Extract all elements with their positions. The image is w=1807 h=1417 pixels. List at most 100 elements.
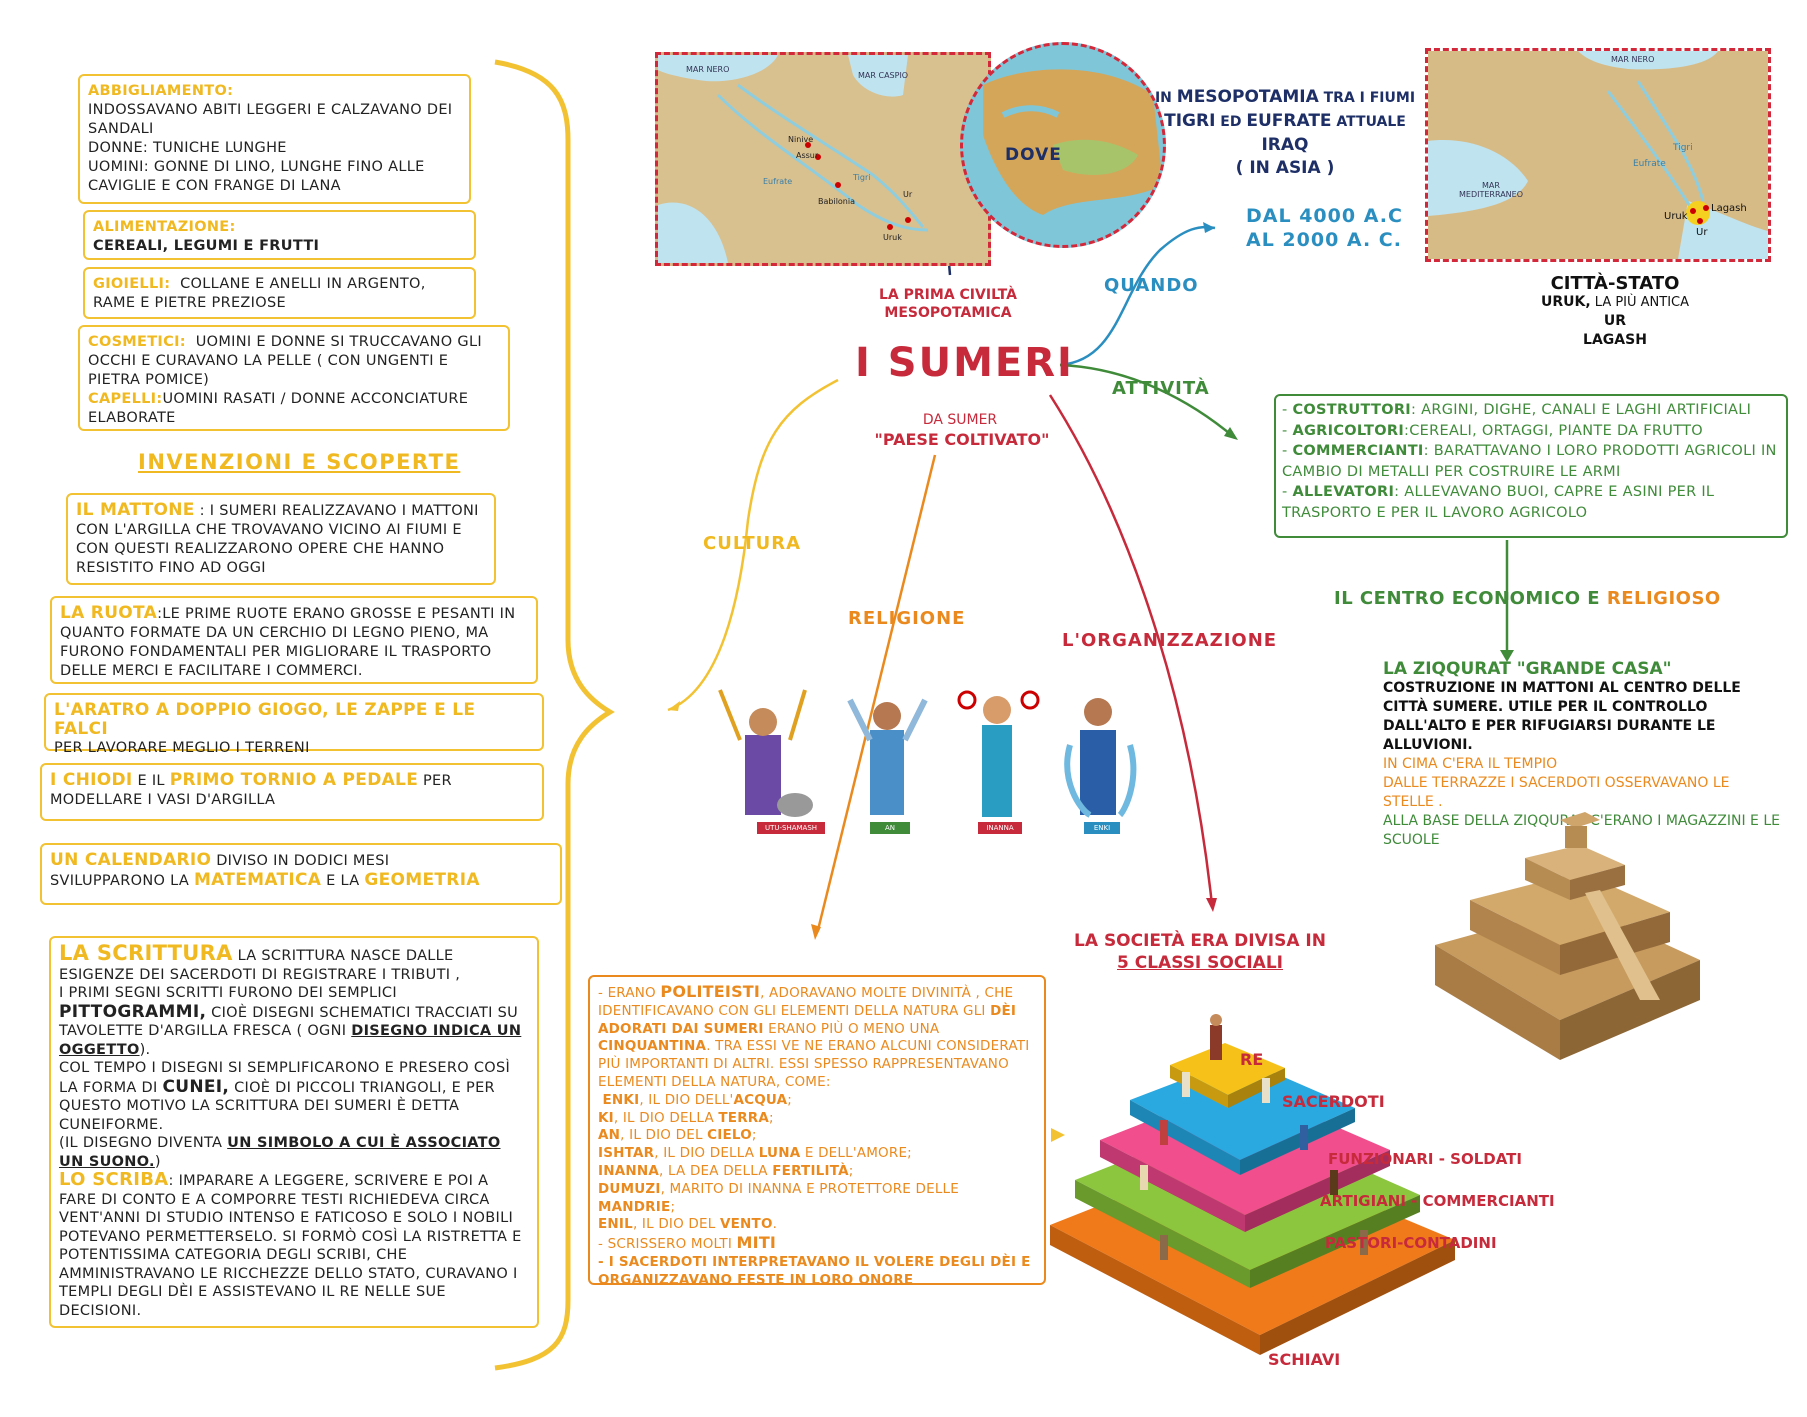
branch-quando	[1059, 225, 1216, 367]
label-quando: QUANDO	[1104, 275, 1199, 296]
clothing-men: UOMINI: GONNE DI LINO, LUNGHE FINO ALLE …	[88, 159, 425, 194]
food-text: CEREALI, LEGUMI E FRUTTI	[93, 238, 320, 254]
culture-clothing-box: ABBIGLIAMENTO: INDOSSAVANO ABITI LEGGERI…	[78, 74, 471, 204]
writing-pictograms: PITTOGRAMMI,	[59, 1001, 207, 1022]
religion-line: . TRA ESSI VE NE ERANO ALCUNI CONSIDERAT…	[598, 1038, 1030, 1090]
branch-attivita	[1059, 363, 1236, 439]
class-priests: SACERDOTI	[1282, 1092, 1385, 1111]
religion-god-item: DUMUZI, MARITO DI INANNA E PROTETTORE DE…	[598, 1180, 959, 1215]
when-text: DAL 4000 A.C AL 2000 A. C.	[1246, 205, 1403, 251]
hair-heading: CAPELLI:	[88, 391, 163, 407]
god-label: INANNA	[978, 822, 1022, 834]
god-label: AN	[870, 822, 910, 834]
map2-label: Ur	[1696, 227, 1708, 238]
globe-drawing	[983, 69, 1163, 215]
inventions-title: INVENZIONI E SCOPERTE	[138, 450, 461, 474]
map1-label: Uruk	[883, 233, 902, 242]
map2-label: Lagash	[1711, 203, 1747, 214]
clothing-heading: ABBIGLIAMENTO:	[88, 83, 234, 99]
writing-p4-end: )	[154, 1153, 161, 1170]
religion-line: , ADORAVANO MOLTE DIVINITÀ , CHE IDENTIF…	[598, 985, 1014, 1019]
label-dove: DOVE	[1005, 145, 1062, 165]
invention-brick-box: IL MATTONE : I SUMERI REALIZZAVANO I MAT…	[66, 493, 496, 585]
city-state-text: CITTÀ-STATO URUK, LA PIÙ ANTICA UR LAGAS…	[1540, 273, 1690, 348]
branch-religione	[816, 454, 937, 931]
map2-label: MAR MEDITERRANEO	[1458, 181, 1524, 199]
main-title: I SUMERI	[855, 340, 1074, 386]
first-civilization-label: LA PRIMA CIVILTÀ MESOPOTAMICA	[879, 287, 1017, 321]
clothing-text: INDOSSAVANO ABITI LEGGERI E CALZAVANO DE…	[88, 102, 453, 137]
map1-label: MAR CASPIO	[858, 71, 909, 80]
brick-text: : I SUMERI REALIZZAVANO I MATTONI CON L'…	[76, 503, 479, 576]
religion-god-item: AN, IL DIO DEL CIELO;	[598, 1127, 757, 1144]
math-connector: E LA	[321, 873, 365, 889]
map2-label: MAR NERO	[1611, 55, 1655, 64]
label-organizzazione: L'ORGANIZZAZIONE	[1062, 630, 1278, 651]
writing-symbol: UN SIMBOLO A CUI È ASSOCIATO UN SUONO.	[59, 1135, 501, 1170]
god-label: UTU-SHAMASH	[757, 822, 825, 834]
writing-p2: I PRIMI SEGNI SCRITTI FURONO DEI SEMPLIC…	[59, 985, 397, 1001]
religion-god-item: KI, IL DIO DELLA TERRA;	[598, 1109, 774, 1126]
math-heading: MATEMATICA	[193, 870, 322, 890]
nails-connector: E IL	[132, 773, 170, 789]
activity-item: - COMMERCIANTI: BARATTAVANO I LORO PRODO…	[1282, 443, 1777, 480]
class-king: RE	[1240, 1050, 1264, 1069]
map1-label: Assur	[796, 151, 819, 160]
culture-jewelry-box: GIOIELLI: COLLANE E ANELLI IN ARGENTO, R…	[83, 267, 476, 319]
food-heading: ALIMENTAZIONE:	[93, 219, 236, 235]
wheel-heading: LA RUOTA	[60, 603, 158, 623]
religion-god-item: INANNA, LA DEA DELLA FERTILITÀ;	[598, 1162, 854, 1179]
calendar-text: DIVISO IN DODICI MESI	[211, 853, 390, 869]
culture-bracket	[494, 59, 615, 1371]
label-religione: RELIGIONE	[848, 608, 966, 629]
religion-god-item: ENKI, IL DIO DELL'ACQUA;	[602, 1091, 793, 1108]
map1-label: Babilonia	[818, 197, 856, 206]
plough-text: PER LAVORARE MEGLIO I TERRENI	[54, 740, 310, 756]
writing-box: LA SCRITTURA LA SCRITTURA NASCE DALLE ES…	[49, 936, 539, 1328]
plough-heading: L'ARATRO A DOPPIO GIOGO, LE ZAPPE E LE F…	[54, 700, 476, 739]
map2-label: Uruk	[1664, 211, 1688, 222]
religion-myths: - SCRISSERO MOLTI MITI	[598, 1233, 777, 1253]
jewelry-heading: GIOIELLI:	[93, 276, 171, 292]
map2-label: Eufrate	[1633, 159, 1666, 169]
scribe-text: : IMPARARE A LEGGERE, SCRIVERE E POI A F…	[59, 1173, 522, 1319]
activity-item: - AGRICOLTORI:CEREALI, ORTAGGI, PIANTE D…	[1282, 422, 1703, 439]
religion-box: - ERANO POLITEISTI, ADORAVANO MOLTE DIVI…	[588, 975, 1046, 1288]
origin-name: "PAESE COLTIVATO"	[874, 430, 1050, 449]
invention-calendar-box: UN CALENDARIO DIVISO IN DODICI MESI SVIL…	[40, 843, 562, 905]
geometry-heading: GEOMETRIA	[364, 870, 480, 890]
religion-polytheists: POLITEISTI	[660, 982, 761, 1001]
cosmetics-heading: COSMETICI:	[88, 334, 186, 350]
activity-item: - ALLEVATORI: ALLEVAVANO BUOI, CAPRE E A…	[1282, 484, 1715, 521]
class-officials-soldiers: FUNZIONARI - SOLDATI	[1328, 1150, 1522, 1168]
scribe-heading: LO SCRIBA	[59, 1169, 169, 1190]
nails-heading: I CHIODI	[50, 770, 133, 790]
pointer-triangle	[1051, 1128, 1065, 1142]
invention-wheel-box: LA RUOTA:LE PRIME RUOTE ERANO GROSSE E P…	[50, 596, 538, 684]
religion-line: ERANO PIÙ O MENO UNA	[763, 1020, 940, 1037]
class-slaves: SCHIAVI	[1268, 1350, 1341, 1369]
map2-label: Tigri	[1673, 143, 1693, 153]
cosmetics-text: UOMINI E DONNE SI TRUCCAVANO GLI OCCHI E…	[88, 334, 482, 388]
writing-p4: (IL DISEGNO DIVENTA	[59, 1135, 228, 1151]
writing-object: DISEGNO INDICA UN OGGETTO	[59, 1023, 522, 1058]
label-cultura: CULTURA	[703, 533, 802, 554]
society-title: LA SOCIETÀ ERA DIVISA IN 5 CLASSI SOCIAL…	[1074, 931, 1326, 973]
map-city-states-drawing	[1428, 51, 1768, 259]
god-label: ENKI	[1084, 822, 1120, 834]
writing-heading: LA SCRITTURA	[59, 941, 233, 965]
writing-p3-cont: CIOÈ DI PICCOLI TRIANGOLI, E PER QUESTO …	[59, 1079, 495, 1133]
class-artisans-merchants: ARTIGIANI - COMMERCIANTI	[1320, 1192, 1555, 1210]
wheel-pedal-heading: PRIMO TORNIO A PEDALE	[169, 770, 419, 790]
wheel-text: :LE PRIME RUOTE ERANO GROSSE E PESANTI I…	[60, 606, 516, 679]
religion-fifty: CINQUANTINA	[598, 1038, 707, 1055]
religion-line: - ERANO	[598, 985, 661, 1001]
map1-label: Ninive	[788, 135, 814, 144]
calendar-heading: UN CALENDARIO	[50, 850, 212, 870]
map1-label: Eufrate	[763, 177, 793, 186]
branch-organizzazione	[1048, 394, 1214, 906]
invention-plough-box: L'ARATRO A DOPPIO GIOGO, LE ZAPPE E LE F…	[44, 693, 544, 756]
brick-heading: IL MATTONE	[76, 500, 195, 520]
jewelry-text: COLLANE E ANELLI IN ARGENTO, RAME E PIET…	[93, 276, 426, 311]
